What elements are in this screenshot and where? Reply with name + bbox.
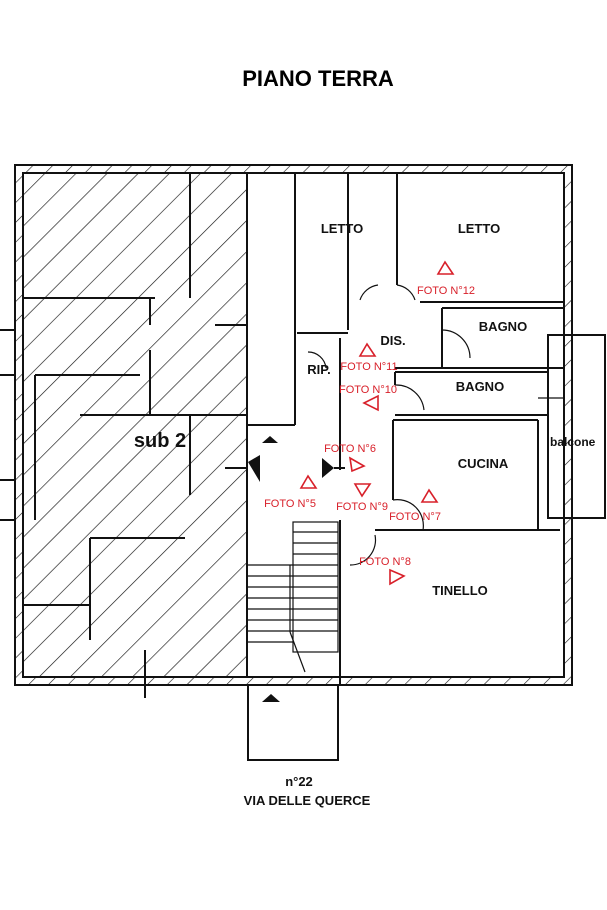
room-label-letto: LETTO [321,221,363,236]
room-label-tinello: TINELLO [432,583,488,598]
street-number: n°22 [285,774,313,789]
photo-label: FOTO N°11 [340,361,397,373]
room-label-balcone: balcone [550,435,596,449]
room-label-bagno: BAGNO [456,379,504,394]
plan-title: PIANO TERRA [242,66,394,91]
street-name: VIA DELLE QUERCE [244,793,371,808]
photo-label: FOTO N°10 [339,384,397,396]
room-label-bagno: BAGNO [479,319,527,334]
photo-label: FOTO N°8 [359,556,411,568]
staircase [248,521,339,673]
camera-viewpoint-icon [353,483,372,498]
room-label-cucina: CUCINA [458,456,509,471]
camera-viewpoint-icon [389,568,406,586]
room-label-dis: DIS. [380,333,405,348]
camera-viewpoint-icon [358,342,377,357]
entrance-arrow-icon [262,436,278,443]
camera-viewpoint-icon [362,394,379,412]
room-label-letto: LETTO [458,221,500,236]
door-arrow-icon [248,455,260,482]
camera-viewpoint-icon [436,260,455,275]
camera-viewpoint-icon [348,456,366,473]
stair-core [225,173,345,761]
camera-viewpoint-icon [420,488,439,503]
room-label-rip: RIP. [307,362,331,377]
apartment-walls [297,173,606,566]
door-arrow-icon [322,458,334,478]
photo-markers [299,260,455,586]
photo-label: FOTO N°12 [417,285,475,297]
camera-viewpoint-icon [299,474,318,489]
photo-label: FOTO N°7 [389,511,441,523]
sub2-area [0,173,248,698]
photo-label: FOTO N°5 [264,498,316,510]
unit-label: sub 2 [134,430,186,452]
balcony [547,334,606,519]
entrance-arrow-icon [262,694,280,702]
photo-label: FOTO N°9 [336,501,388,513]
photo-label: FOTO N°6 [324,443,376,455]
